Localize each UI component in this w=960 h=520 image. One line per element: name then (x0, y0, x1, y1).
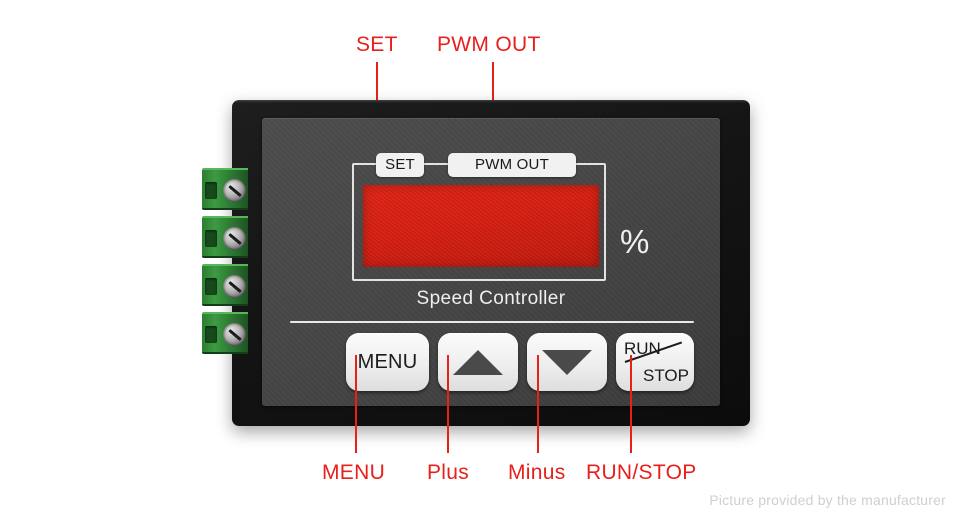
pwm-speed-controller-device: SET PWM OUT % Speed Controller MENU (232, 100, 750, 426)
mode-tab-pwm-out[interactable]: PWM OUT (448, 153, 576, 177)
screw-terminal-block (202, 168, 248, 354)
callout-line-minus (537, 355, 539, 453)
percent-unit-label: % (620, 223, 650, 260)
terminal-1 (202, 168, 248, 210)
callout-line-plus (447, 355, 449, 453)
terminal-3 (202, 264, 248, 306)
menu-button[interactable]: MENU (346, 333, 429, 391)
callout-label-menu: MENU (322, 461, 386, 484)
callout-label-set: SET (356, 33, 398, 56)
manufacturer-watermark: Picture provided by the manufacturer (709, 492, 946, 508)
faceplate-divider (290, 321, 694, 323)
terminal-screw-icon (223, 275, 246, 298)
callout-line-pwm-out (492, 62, 494, 135)
callout-line-menu (355, 355, 357, 453)
terminal-screw-icon (223, 227, 246, 250)
callout-label-pwm-out: PWM OUT (437, 33, 541, 56)
terminal-4 (202, 312, 248, 354)
terminal-2 (202, 216, 248, 258)
terminal-screw-icon (223, 179, 246, 202)
menu-button-label: MENU (357, 350, 418, 373)
callout-label-run-stop: RUN/STOP (586, 461, 697, 484)
display-frame: SET PWM OUT (352, 153, 606, 281)
device-faceplate: SET PWM OUT % Speed Controller MENU (262, 118, 720, 406)
terminal-wire-hole (205, 182, 217, 199)
terminal-wire-hole (205, 230, 217, 247)
led-readout-display (363, 185, 599, 267)
stop-label: STOP (643, 366, 689, 385)
triangle-down-icon (542, 349, 592, 375)
plus-button[interactable] (438, 333, 518, 391)
callout-label-minus: Minus (508, 461, 566, 484)
callout-line-set (376, 62, 378, 135)
terminal-screw-icon (223, 323, 246, 346)
mode-tab-set[interactable]: SET (376, 153, 424, 177)
callout-label-plus: Plus (427, 461, 470, 484)
run-stop-graphic: RUN STOP (616, 333, 694, 391)
run-stop-button[interactable]: RUN STOP (616, 333, 694, 391)
terminal-wire-hole (205, 278, 217, 295)
triangle-up-icon (453, 349, 503, 375)
terminal-wire-hole (205, 326, 217, 343)
callout-line-run-stop (630, 355, 632, 453)
device-brand-label: Speed Controller (416, 288, 566, 309)
minus-button[interactable] (527, 333, 607, 391)
